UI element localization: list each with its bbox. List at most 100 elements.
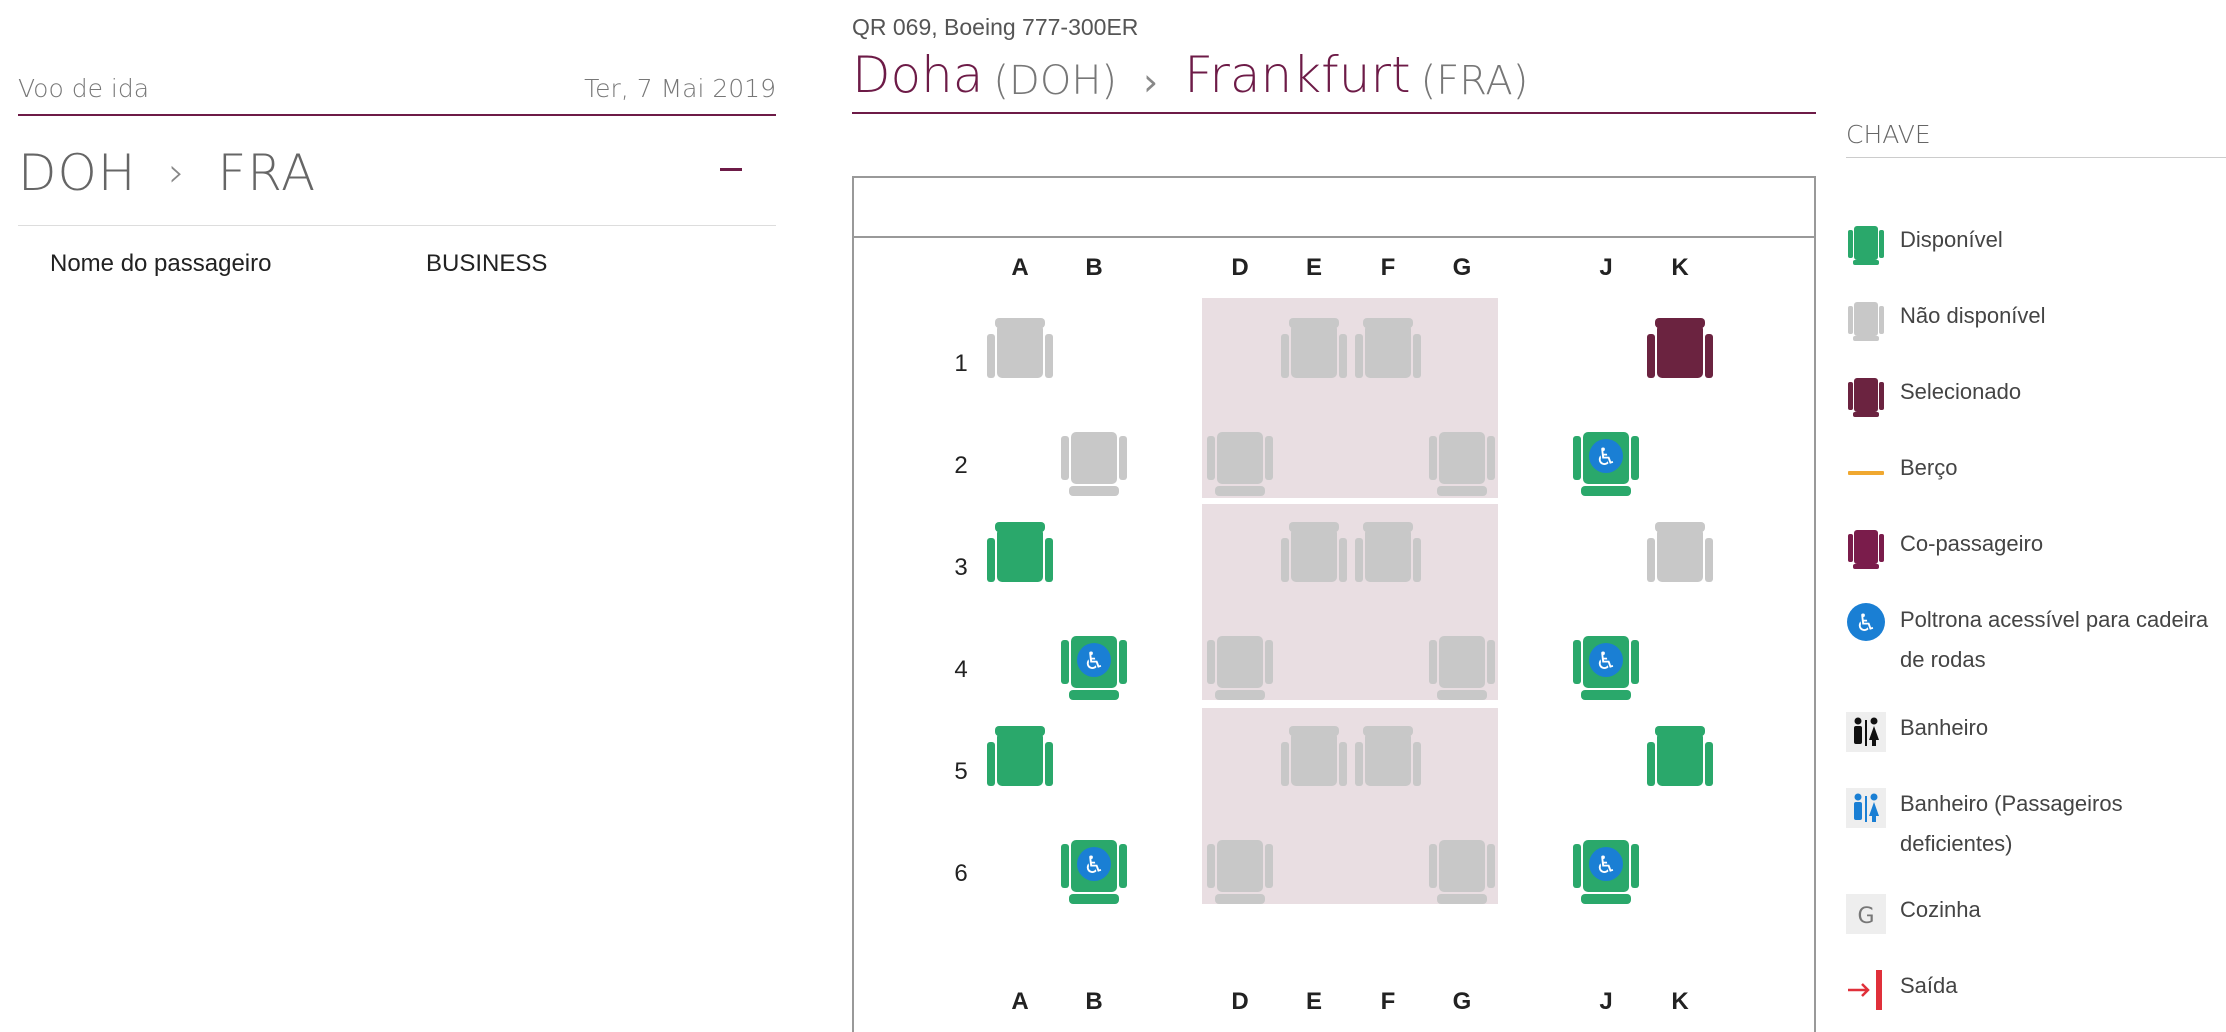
column-label-j-top: J — [1599, 254, 1613, 281]
row-label-2: 2 — [954, 452, 968, 479]
accessible-lavatory-icon — [1846, 784, 1886, 832]
column-label-g-top: G — [1452, 254, 1472, 281]
seat-4g-unavailable[interactable] — [1425, 628, 1499, 702]
column-label-k-top: K — [1671, 254, 1689, 281]
legend-title: CHAVE — [1846, 120, 2226, 158]
seat-unavailable-icon — [1846, 296, 1886, 344]
lavatory-icon — [1846, 708, 1886, 756]
column-label-g-bottom: G — [1452, 988, 1472, 1015]
seat-4j-accessible[interactable]: ♿ — [1569, 628, 1643, 702]
destination-city-code: (FRA) — [1420, 58, 1529, 104]
outbound-header: Voo de ida Ter, 7 Mai 2019 — [18, 70, 776, 116]
origin-code: DOH — [18, 144, 137, 202]
passenger-name-label: Nome do passageiro — [50, 250, 272, 277]
seat-5f-unavailable[interactable] — [1351, 724, 1425, 798]
svg-text:♿: ♿ — [1855, 609, 1877, 637]
bassinet-icon — [1846, 448, 1886, 496]
seat-3f-unavailable[interactable] — [1351, 520, 1425, 594]
legend-label: Banheiro — [1900, 715, 1989, 740]
seat-2d-unavailable[interactable] — [1203, 424, 1277, 498]
flight-info: QR 069, Boeing 777-300ER — [852, 14, 1139, 40]
row-label-3: 3 — [954, 554, 968, 581]
row-label-1: 1 — [954, 350, 968, 377]
column-label-k-bottom: K — [1671, 988, 1689, 1015]
legend-item-seat-copassenger: Co-passageiro — [1846, 524, 2226, 572]
row-label-6: 6 — [954, 860, 968, 887]
column-label-e-bottom: E — [1305, 988, 1322, 1015]
column-label-j-bottom: J — [1599, 988, 1613, 1015]
row-label-4: 4 — [954, 656, 968, 683]
svg-text:♿: ♿ — [1083, 851, 1105, 879]
seat-6d-unavailable[interactable] — [1203, 832, 1277, 906]
legend-item-wheelchair: ♿ Poltrona acessível para cadeira de roda… — [1846, 600, 2226, 680]
seat-available-icon — [1846, 220, 1886, 268]
origin-city-code: (DOH) — [993, 58, 1117, 104]
seat-2g-unavailable[interactable] — [1425, 424, 1499, 498]
seat-1a-unavailable[interactable] — [983, 316, 1057, 390]
column-label-d-top: D — [1231, 254, 1249, 281]
legend-item-seat-available: Disponível — [1846, 220, 2226, 268]
origin-city: Doha — [852, 46, 984, 104]
destination-city: Frankfurt — [1184, 46, 1411, 104]
legend-label: Berço — [1900, 455, 1958, 480]
column-label-d-bottom: D — [1231, 988, 1249, 1015]
seat-1f-unavailable[interactable] — [1351, 316, 1425, 390]
legend-label: Cozinha — [1900, 897, 1981, 922]
seat-selected-icon — [1846, 372, 1886, 420]
row-label-5: 5 — [954, 758, 968, 785]
route-title: Doha (DOH) › Frankfurt (FRA) — [852, 46, 1816, 114]
legend-item-lavatory: Banheiro — [1846, 708, 2226, 756]
column-label-a-top: A — [1011, 254, 1029, 281]
seat-6j-accessible[interactable]: ♿ — [1569, 832, 1643, 906]
seat-3a-available[interactable] — [983, 520, 1057, 594]
svg-text:♿: ♿ — [1595, 443, 1617, 471]
collapse-button[interactable] — [720, 168, 742, 171]
seat-4b-accessible[interactable]: ♿ — [1057, 628, 1131, 702]
seat-map: A B D E F G J K A B D E F G J K 1 2 3 4 5 6 ♿ ♿ ♿ ♿ ♿ — [852, 176, 1816, 1032]
legend-label: Poltrona acessível para cadeira de rodas — [1900, 607, 2209, 672]
legend-label: Banheiro (Passageiros deficientes) — [1900, 791, 2123, 856]
legend-item-galley: G Cozinha — [1846, 890, 2226, 938]
svg-text:♿: ♿ — [1595, 647, 1617, 675]
seat-5e-unavailable[interactable] — [1277, 724, 1351, 798]
seat-copassenger-icon — [1846, 524, 1886, 572]
svg-text:♿: ♿ — [1595, 851, 1617, 879]
seat-3e-unavailable[interactable] — [1277, 520, 1351, 594]
column-label-a-bottom: A — [1011, 988, 1029, 1015]
column-label-b-top: B — [1085, 254, 1103, 281]
chevron-right-icon: › — [168, 150, 186, 196]
legend-item-exit: Saída — [1846, 966, 2226, 1014]
cabin-class: BUSINESS — [426, 250, 548, 277]
flight-date: Ter, 7 Mai 2019 — [584, 74, 776, 103]
seat-4d-unavailable[interactable] — [1203, 628, 1277, 702]
exit-icon — [1846, 966, 1886, 1014]
column-label-b-bottom: B — [1085, 988, 1103, 1015]
seat-1e-unavailable[interactable] — [1277, 316, 1351, 390]
chevron-right-icon: › — [1143, 60, 1159, 104]
legend-label: Selecionado — [1900, 379, 2022, 404]
column-label-e-top: E — [1305, 254, 1322, 281]
column-label-f-bottom: F — [1380, 988, 1396, 1015]
svg-text:G: G — [1857, 904, 1874, 929]
seat-5a-available[interactable] — [983, 724, 1057, 798]
seat-6b-accessible[interactable]: ♿ — [1057, 832, 1131, 906]
seat-2b-unavailable[interactable] — [1057, 424, 1131, 498]
legend-label: Não disponível — [1900, 303, 2046, 328]
legend-label: Saída — [1900, 973, 1958, 998]
legend-item-seat-unavailable: Não disponível — [1846, 296, 2226, 344]
legend-item-seat-selected: Selecionado — [1846, 372, 2226, 420]
galley-icon: G — [1846, 890, 1886, 938]
seat-1k-selected[interactable] — [1643, 316, 1717, 390]
seat-3k-unavailable[interactable] — [1643, 520, 1717, 594]
outbound-label: Voo de ida — [18, 74, 150, 103]
column-label-f-top: F — [1380, 254, 1396, 281]
wheelchair-icon: ♿ — [1846, 600, 1886, 648]
legend-item-accessible-lavatory: Banheiro (Passageiros deficientes) — [1846, 784, 2226, 864]
destination-code: FRA — [217, 144, 317, 202]
legend-label: Disponível — [1900, 227, 2003, 252]
seat-5k-available[interactable] — [1643, 724, 1717, 798]
seat-6g-unavailable[interactable] — [1425, 832, 1499, 906]
seat-2j-accessible[interactable]: ♿ — [1569, 424, 1643, 498]
svg-text:♿: ♿ — [1083, 647, 1105, 675]
